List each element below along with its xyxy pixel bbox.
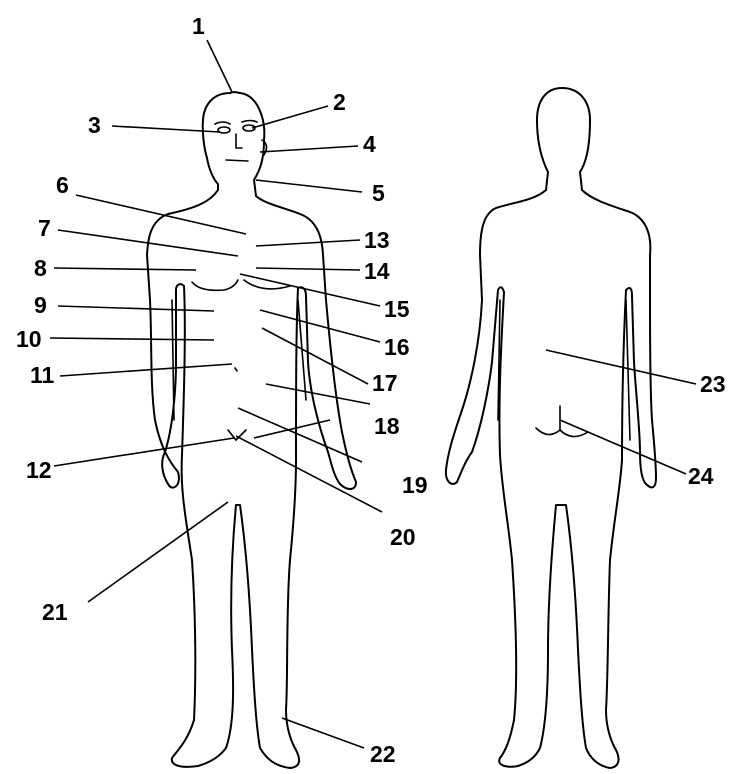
leader-4: [260, 146, 358, 152]
leader-9: [58, 306, 214, 311]
leader-13: [256, 240, 360, 246]
front-mouth: [226, 160, 248, 161]
label-2: 2: [333, 89, 346, 115]
leader-23: [546, 350, 696, 384]
leader-19b: [254, 420, 330, 438]
leader-8: [54, 268, 196, 270]
label-11: 11: [30, 362, 55, 388]
leader-17: [262, 328, 368, 384]
back-body-outline: [446, 88, 656, 768]
leader-15: [240, 274, 380, 306]
label-12: 12: [26, 457, 52, 483]
label-15: 15: [384, 296, 410, 322]
front-right-brow: [242, 121, 257, 123]
label-23: 23: [700, 371, 726, 397]
leader-10: [50, 338, 214, 340]
label-3: 3: [88, 112, 101, 138]
leader-18: [266, 384, 370, 404]
front-body-outline: [147, 92, 356, 768]
label-21: 21: [42, 599, 68, 625]
label-20: 20: [390, 524, 416, 550]
leader-3: [112, 126, 220, 132]
label-18: 18: [374, 413, 400, 439]
label-24: 24: [688, 463, 714, 489]
label-16: 16: [384, 334, 410, 360]
label-19: 19: [402, 472, 428, 498]
leader-14: [256, 268, 360, 270]
label-5: 5: [372, 180, 385, 206]
front-left-pec: [192, 280, 238, 290]
label-4: 4: [363, 131, 376, 157]
label-22: 22: [370, 741, 396, 767]
back-right-arm-line: [626, 300, 630, 440]
label-1: 1: [192, 13, 205, 39]
leader-22: [282, 718, 364, 748]
leader-12: [54, 438, 234, 466]
front-navel: [235, 368, 237, 371]
label-7: 7: [38, 215, 51, 241]
label-9: 9: [34, 292, 47, 318]
label-8: 8: [34, 255, 47, 281]
back-figure: [446, 88, 656, 768]
leader-21: [88, 502, 228, 602]
leader-5: [256, 180, 362, 192]
leader-20: [236, 436, 382, 512]
leader-2: [252, 106, 328, 128]
label-6: 6: [56, 172, 69, 198]
front-left-brow: [215, 122, 230, 124]
label-10: 10: [16, 326, 42, 352]
label-13: 13: [364, 227, 390, 253]
label-17: 17: [372, 370, 398, 396]
front-figure: [147, 92, 356, 768]
front-left-forearm-line: [172, 300, 174, 420]
label-14: 14: [364, 258, 390, 284]
leader-6: [76, 195, 246, 234]
front-nose: [236, 134, 242, 148]
leader-11: [60, 364, 232, 376]
leader-1: [207, 40, 232, 92]
